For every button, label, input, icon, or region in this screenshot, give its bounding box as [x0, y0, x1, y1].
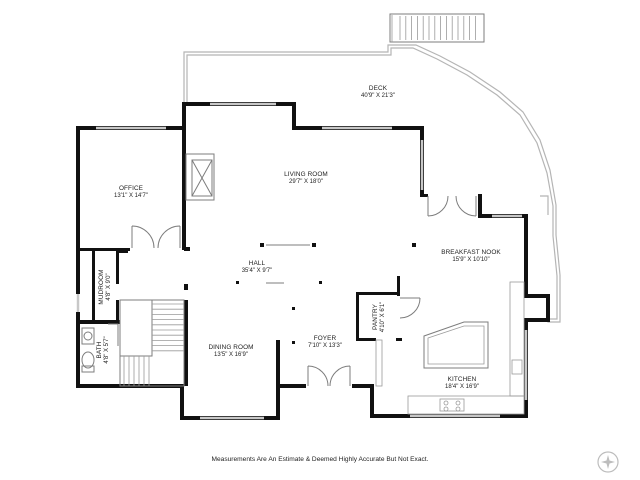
breakfast-nook-dims: 15'9" X 10'10" [452, 257, 489, 263]
deck [183, 44, 561, 323]
dining-room-name: DINING ROOM [208, 344, 253, 351]
office-name: OFFICE [119, 185, 143, 192]
pantry-name: PANTRY [372, 303, 379, 330]
living-room-name: LIVING ROOM [284, 171, 328, 178]
windows [76, 102, 528, 420]
hall-name: HALL [249, 260, 266, 267]
kitchen-name: KITCHEN [448, 376, 477, 383]
deck-dims: 40'9" X 21'3" [361, 93, 395, 99]
bath-name: BATH [96, 341, 103, 358]
office-french-door [131, 225, 181, 249]
kitchen-island [423, 321, 489, 369]
foyer-entry-door [307, 365, 351, 387]
office-dims: 13'1" X 14'7" [114, 193, 148, 199]
pantry-door [399, 297, 421, 319]
kitchen-counters [375, 281, 525, 415]
mudroom-dims: 4'8" X 9'0" [106, 273, 112, 300]
living-room-dims: 29'7" X 18'0" [289, 179, 323, 185]
mudroom-name: MUDROOM [98, 269, 105, 304]
deck-stairs [389, 13, 485, 43]
deck-name: DECK [369, 85, 388, 92]
brand-logo-icon [597, 451, 619, 473]
interior-stairs [119, 299, 185, 387]
bath-fixtures [81, 323, 119, 373]
bath-dims: 4'8" X 5'7" [104, 336, 110, 363]
dining-room-dims: 13'5" X 16'9" [214, 352, 248, 358]
foyer-name: FOYER [314, 335, 337, 342]
foyer-dims: 7'10" X 13'3" [308, 343, 342, 349]
breakfast-french-door [427, 195, 477, 217]
room-labels: DECK 40'9" X 21'3" OFFICE 13'1" X 14'7" … [96, 85, 501, 390]
fireplace [185, 153, 215, 201]
structural-posts [236, 243, 416, 344]
hall-dims: 35'4" X 9'7" [242, 268, 273, 274]
breakfast-nook-name: BREAKFAST NOOK [441, 249, 501, 256]
kitchen-dims: 18'4" X 16'9" [445, 384, 479, 390]
pantry-dims: 4'10" X 6'1" [380, 302, 386, 333]
measurement-disclaimer: Measurements Are An Estimate & Deemed Hi… [211, 456, 429, 463]
